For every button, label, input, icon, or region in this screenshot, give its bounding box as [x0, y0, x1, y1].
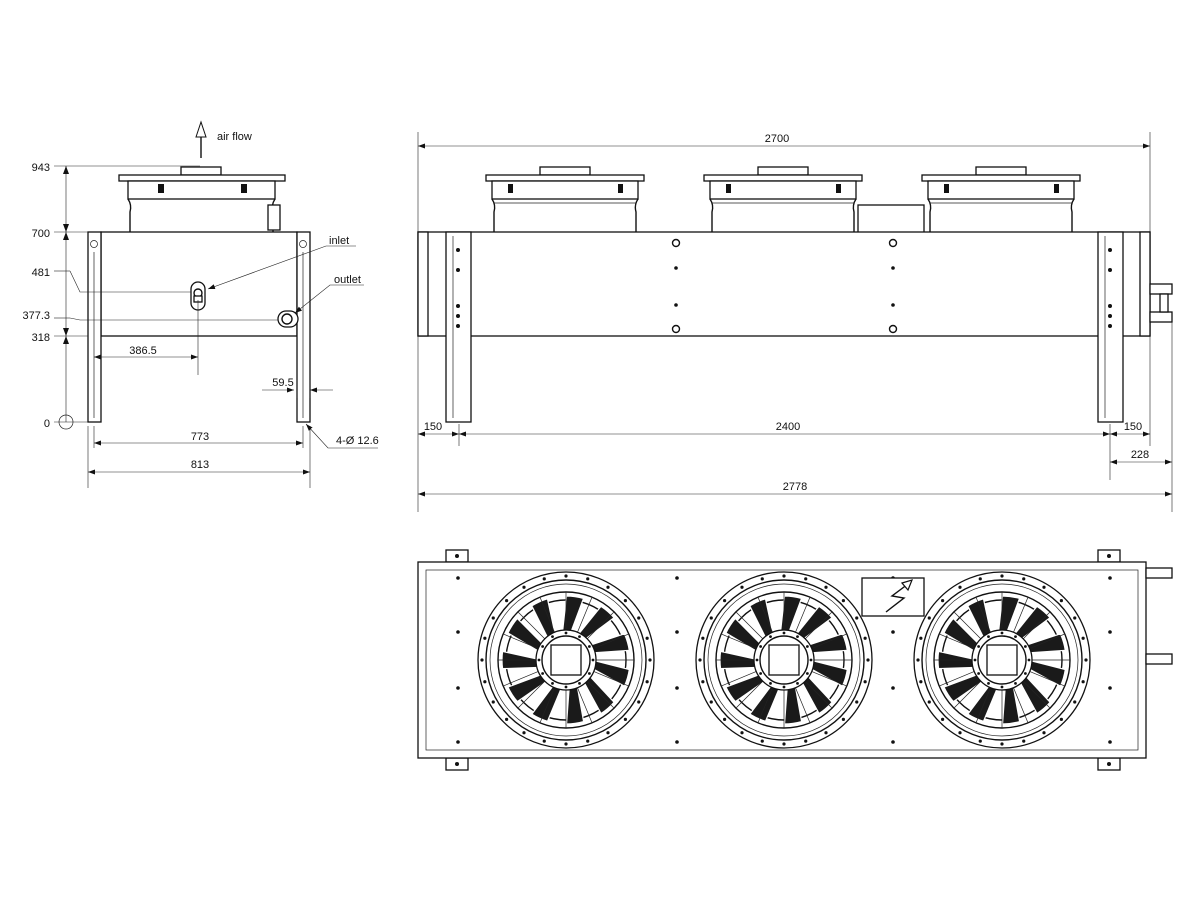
- electrical-box-lightning-icon: [861, 577, 925, 617]
- top-hole: [1108, 686, 1112, 690]
- front-view: 2700 150 2400 150 228: [417, 132, 1173, 512]
- front-hole: [1108, 304, 1112, 308]
- fan-icon: [477, 571, 655, 749]
- front-hole: [456, 324, 460, 328]
- front-hole: [456, 248, 460, 252]
- inlet-pipe: [190, 281, 206, 375]
- front-hole: [1108, 314, 1112, 318]
- front-hole: [1108, 324, 1112, 328]
- dim-813: 813: [191, 459, 209, 471]
- top-hole: [891, 686, 895, 690]
- top-hole: [1108, 576, 1112, 580]
- front-fans: [485, 166, 1081, 232]
- side-fan-housing: [118, 166, 286, 232]
- level-318: 318: [32, 332, 50, 344]
- top-hole: [456, 740, 460, 744]
- level-481: 481: [32, 267, 50, 279]
- top-view: [417, 549, 1173, 771]
- front-hole: [674, 303, 678, 307]
- front-hole: [1108, 268, 1112, 272]
- front-fan-3: [921, 166, 1081, 232]
- top-hole: [675, 576, 679, 580]
- front-fan-1: [485, 166, 645, 232]
- level-700: 700: [32, 228, 50, 240]
- dim-59-5: 59.5: [272, 377, 293, 389]
- front-hole: [891, 303, 895, 307]
- top-hole: [1108, 740, 1112, 744]
- top-hole: [1108, 630, 1112, 634]
- fan-icon: [695, 571, 873, 749]
- level-377-3: 377.3: [22, 310, 50, 322]
- dim-386-5: 386.5: [129, 345, 157, 357]
- top-hole: [675, 740, 679, 744]
- top-hole: [456, 686, 460, 690]
- level-943: 943: [32, 162, 50, 174]
- side-body: [87, 231, 311, 423]
- dim-773: 773: [191, 431, 209, 443]
- front-hole: [456, 304, 460, 308]
- level-0: 0: [44, 418, 50, 430]
- top-hole: [891, 630, 895, 634]
- side-view: air flow: [22, 120, 379, 488]
- top-feet: [445, 549, 1121, 771]
- front-mounting-holes: [456, 238, 1112, 334]
- front-hole: [888, 324, 898, 334]
- dim-2400: 2400: [776, 421, 800, 433]
- dim-2700: 2700: [765, 133, 789, 145]
- dim-228: 228: [1131, 449, 1149, 461]
- level-ticks: [54, 165, 278, 430]
- front-fan-2: [703, 166, 863, 232]
- top-hole: [675, 630, 679, 634]
- front-hole: [671, 324, 681, 334]
- airflow-arrow-icon: [195, 120, 207, 158]
- dim-holes: 4-Ø 12.6: [336, 435, 379, 447]
- front-hole: [456, 314, 460, 318]
- dim-2778: 2778: [783, 481, 807, 493]
- dim-150-right: 150: [1124, 421, 1142, 433]
- front-hole: [888, 238, 898, 248]
- outlet-label: outlet: [334, 274, 361, 286]
- front-hole: [674, 266, 678, 270]
- top-hole: [456, 576, 460, 580]
- outlet-pipe: [277, 310, 299, 328]
- front-hole: [891, 266, 895, 270]
- inlet-label: inlet: [329, 235, 349, 247]
- front-hole: [671, 238, 681, 248]
- front-hole: [1108, 248, 1112, 252]
- front-electrical-box: [857, 204, 925, 234]
- top-hole: [891, 740, 895, 744]
- front-body: [417, 231, 1173, 423]
- fan-icon: [913, 571, 1091, 749]
- top-hole: [675, 686, 679, 690]
- top-hole: [456, 630, 460, 634]
- airflow-label: air flow: [217, 131, 252, 143]
- top-fans: [477, 571, 1091, 749]
- dim-150-left: 150: [424, 421, 442, 433]
- front-hole: [456, 268, 460, 272]
